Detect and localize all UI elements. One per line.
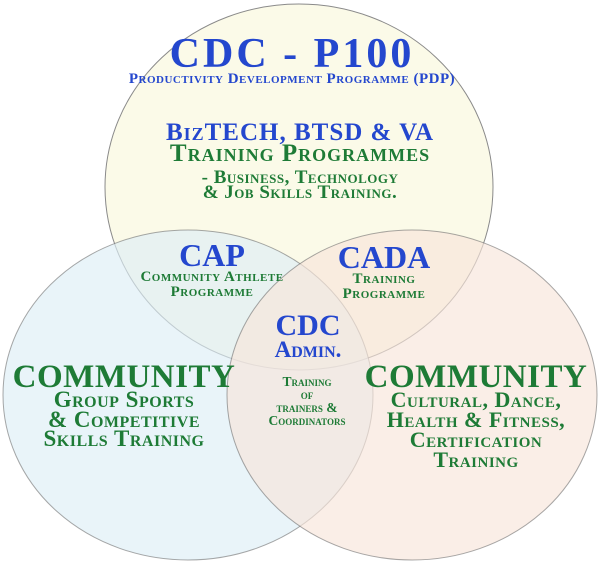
- right-community-title: COMMUNITY: [364, 359, 588, 395]
- cada-title: CADA: [337, 239, 431, 275]
- cada-line-2: Programme: [342, 286, 426, 302]
- cap-line-1: Community Athlete: [140, 269, 284, 285]
- trainers-line-2: of: [300, 387, 314, 402]
- left-line-2: & Competitive: [47, 406, 201, 432]
- cap-line-2: Programme: [170, 284, 254, 300]
- center-region-heading: CDC Admin.: [274, 309, 342, 362]
- cdc-admin-title: CDC: [275, 309, 341, 342]
- training-programmes-line: Training Programmes: [169, 140, 431, 167]
- top-circle-programmes: BizTECH, BTSD & VA Training Programmes -…: [165, 119, 435, 203]
- cap-title: CAP: [179, 237, 245, 273]
- trainers-line-1: Training: [282, 374, 332, 389]
- cada-region: CADA Training Programme: [337, 239, 431, 302]
- trainers-line-4: Coordinators: [268, 413, 346, 428]
- cada-line-1: Training: [352, 271, 416, 287]
- bottom-right-circle: [226, 229, 598, 561]
- cap-region: CAP Community Athlete Programme: [140, 237, 284, 300]
- top-circle-heading: CDC - P100 Productivity Development Prog…: [128, 31, 456, 87]
- right-line-2: Health & Fitness,: [386, 407, 566, 432]
- cdc-p100-title: CDC - P100: [169, 31, 415, 77]
- cdc-admin-subtitle: Admin.: [274, 337, 342, 362]
- biztech-line: BizTECH, BTSD & VA: [165, 119, 435, 146]
- right-line-4: Training: [433, 447, 519, 472]
- trainers-line-3: trainers &: [276, 400, 338, 415]
- center-region-trainers: Training of trainers & Coordinators: [268, 374, 346, 428]
- right-line-1: Cultural, Dance,: [390, 387, 562, 412]
- left-line-1: Group Sports: [53, 387, 195, 412]
- right-circle-text: COMMUNITY Cultural, Dance, Health & Fitn…: [364, 359, 588, 472]
- left-circle-text: COMMUNITY Group Sports & Competitive Ski…: [12, 359, 236, 451]
- left-community-title: COMMUNITY: [12, 359, 236, 395]
- right-line-3: Certification: [409, 427, 543, 452]
- pdp-subtitle: Productivity Development Programme (PDP): [128, 71, 456, 87]
- business-technology-line: - Business, Technology: [201, 167, 399, 188]
- left-line-3: Skills Training: [43, 426, 205, 451]
- job-skills-line: & Job Skills Training.: [202, 182, 398, 203]
